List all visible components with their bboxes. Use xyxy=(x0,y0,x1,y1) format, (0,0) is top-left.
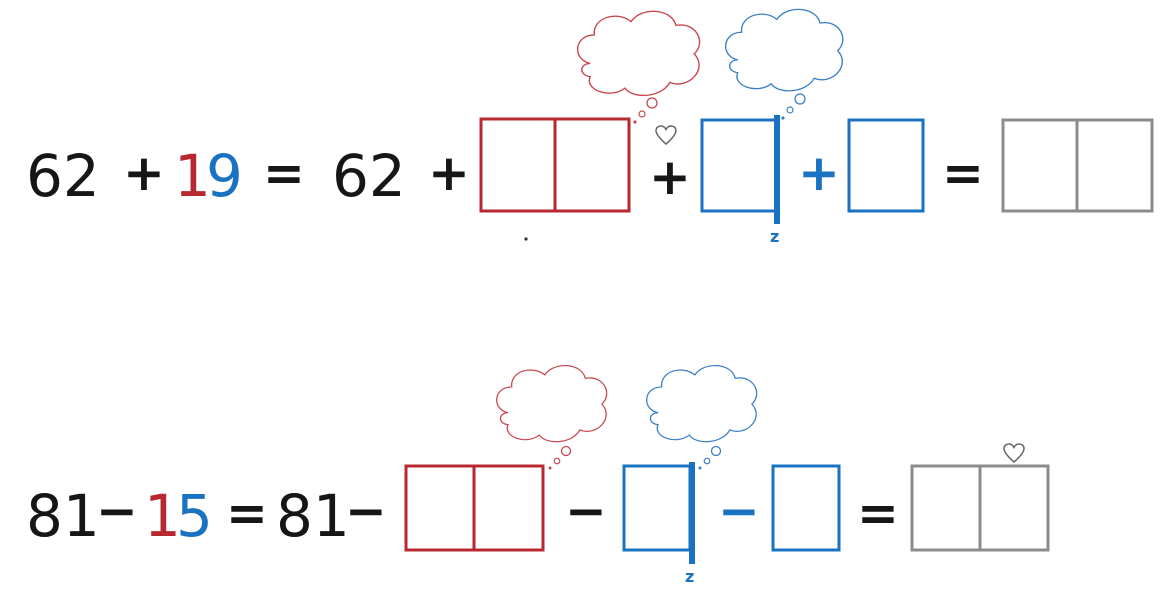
eq2-result-box[interactable] xyxy=(910,464,1050,552)
thought-cloud-icon xyxy=(724,8,844,120)
eq1-ones-digit: 9 xyxy=(206,142,243,210)
eq2-first-number: 81 xyxy=(26,482,100,550)
eq1-equals-sign: = xyxy=(263,144,305,202)
eq2-repeat-number: 81 xyxy=(276,482,350,550)
eq1-plus-sign-3: + xyxy=(649,148,691,206)
eq2-minus-sign-4: − xyxy=(718,482,760,540)
eq2-equals-sign: = xyxy=(226,484,268,542)
eq2-minus-sign-3: − xyxy=(565,482,607,540)
stray-dot xyxy=(524,237,528,241)
eq1-repeat-number: 62 xyxy=(332,142,406,210)
eq2-minus-sign: − xyxy=(96,482,138,540)
eq1-tens-digit: 1 xyxy=(174,142,211,210)
eq2-ones-part-box-1[interactable] xyxy=(622,462,695,564)
eq2-equals-sign-2: = xyxy=(857,484,899,542)
eq2-tens-answer-box[interactable] xyxy=(404,464,545,552)
eq1-plus-sign-4: + xyxy=(798,144,840,202)
eq1-plus-sign-2: + xyxy=(428,144,470,202)
eq2-ones-part-box-2[interactable] xyxy=(771,464,841,552)
equation-row-2: 81 − 1 5 = 81 − − z − xyxy=(26,364,1050,586)
thought-cloud-icon xyxy=(496,364,608,470)
eq1-first-number: 62 xyxy=(26,142,100,210)
eq2-ones-digit: 5 xyxy=(176,482,213,550)
eq1-tens-answer-box[interactable] xyxy=(479,117,631,213)
eq2-z-label: z xyxy=(685,567,694,586)
eq1-ones-part-box-1[interactable] xyxy=(700,115,780,224)
heart-icon xyxy=(655,125,677,145)
eq1-result-box[interactable] xyxy=(1001,118,1154,213)
eq1-plus-sign: + xyxy=(123,144,165,202)
eq1-ones-part-box-2[interactable] xyxy=(847,118,925,213)
equation-row-1: 62 + 1 9 = 62 + + z xyxy=(26,8,1154,246)
eq1-equals-sign-2: = xyxy=(942,144,984,202)
eq1-z-label: z xyxy=(770,227,779,246)
heart-icon xyxy=(1003,443,1025,463)
thought-cloud-icon xyxy=(576,10,701,124)
eq2-tens-digit: 1 xyxy=(144,482,181,550)
eq2-minus-sign-2: − xyxy=(345,482,387,540)
thought-cloud-icon xyxy=(646,364,758,470)
